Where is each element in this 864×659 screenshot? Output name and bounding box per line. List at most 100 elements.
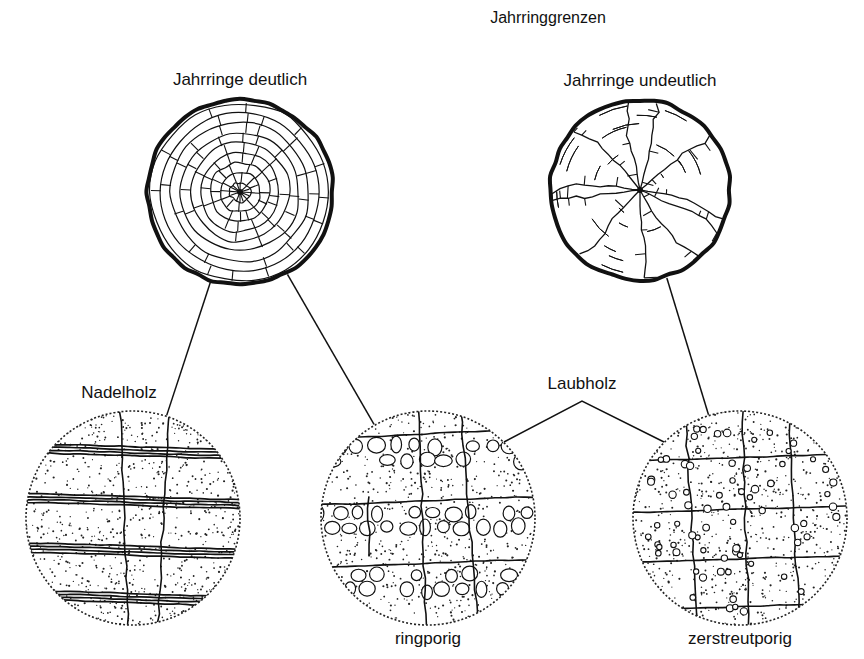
crack-branch: [567, 186, 569, 198]
vessel-pore: [359, 581, 375, 596]
section-outline: [26, 411, 240, 625]
ray-line: [212, 199, 221, 203]
ray-line: [237, 222, 239, 232]
ray-line: [275, 150, 282, 157]
vessel-pore: [462, 566, 478, 581]
ray-line: [789, 410, 799, 626]
vessel-pore: [521, 507, 533, 518]
vessel-pore: [311, 505, 324, 522]
vessel-pore: [434, 582, 450, 596]
vessel-pore: [400, 522, 417, 535]
ray-line: [280, 194, 290, 196]
vessel-pore: [456, 583, 469, 594]
ray-line: [204, 254, 208, 263]
vessel-pore: [381, 521, 393, 532]
crack-branch: [627, 174, 637, 176]
ray-line: [174, 211, 183, 214]
ray-line: [287, 243, 294, 250]
ray-line: [309, 193, 319, 194]
pith-dot: [237, 189, 243, 195]
crack-branch: [641, 229, 647, 230]
annual-ring: [180, 133, 298, 250]
ray-line: [419, 410, 427, 626]
section-heading: ringporig: [395, 629, 461, 649]
wood-section-circle: Nadelholz: [25, 410, 241, 626]
radial-crack: [640, 190, 646, 278]
vessel-pore: [446, 569, 458, 582]
ray-line: [185, 211, 194, 215]
ray-line: [255, 229, 259, 238]
connector-line: [287, 274, 374, 424]
vessel-pore: [342, 523, 357, 533]
cross-section-illustration: [145, 97, 335, 287]
ray-line: [262, 212, 269, 219]
crack-branch: [685, 251, 692, 257]
wood-texture: [150, 103, 329, 281]
ray-line: [247, 113, 248, 123]
ray-line: [181, 189, 191, 191]
ray-line: [249, 185, 258, 189]
vessel-pore: [372, 506, 383, 522]
ring-boundary: [315, 430, 535, 438]
faint-ring: [666, 189, 667, 193]
ray-line: [686, 410, 699, 626]
ray-line: [297, 173, 307, 176]
ray-line: [119, 410, 128, 626]
crack-branch: [706, 212, 708, 220]
crack-branch: [620, 161, 625, 165]
faint-ring: [619, 208, 624, 213]
ray-line: [218, 116, 221, 126]
ray-line: [201, 188, 211, 189]
crack-branch: [648, 110, 659, 113]
ray-line: [219, 126, 222, 135]
vessel-pore: [420, 519, 431, 536]
crack-branch: [699, 211, 701, 216]
ring-boundary: [20, 452, 240, 458]
cross-section-illustration: [548, 98, 732, 282]
vessel-pore: [411, 570, 422, 581]
crack-branch: [615, 200, 623, 208]
radial-crack: [640, 190, 698, 256]
ray-line: [161, 184, 171, 186]
vessel-pore: [426, 508, 440, 518]
faint-ring: [619, 223, 628, 227]
ray-line: [265, 267, 268, 276]
connector-line: [167, 282, 211, 415]
vessel-pore: [419, 452, 435, 466]
ray-line: [242, 133, 244, 143]
crack-branch: [616, 177, 617, 186]
vessel-pore: [476, 581, 487, 597]
vessel-pore: [494, 521, 507, 537]
ring-boundary: [627, 506, 847, 512]
wood-texture: [552, 103, 723, 278]
vessel-pore: [435, 455, 453, 467]
annual-ring: [211, 162, 270, 221]
vessel-pore: [476, 519, 490, 535]
ray-line: [255, 146, 259, 155]
annual-ring: [170, 122, 308, 262]
vessel-pore: [465, 505, 475, 519]
annual-ring: [221, 173, 260, 211]
vessel-pore: [513, 584, 524, 595]
ray-line: [263, 257, 266, 266]
bark-outline: [550, 101, 730, 281]
crack-branch: [559, 191, 561, 198]
faint-ring: [637, 115, 657, 117]
crack-branch: [654, 188, 658, 197]
ray-line: [283, 144, 290, 151]
ray-line: [461, 410, 479, 626]
wood-texture: [310, 410, 537, 626]
ring-boundary: [627, 604, 847, 609]
ray-line: [277, 225, 284, 232]
diagram-title: Jahrringgrenzen: [428, 8, 668, 28]
ring-boundary: [20, 552, 240, 558]
ray-line: [223, 183, 232, 188]
radial-crack: [640, 104, 659, 190]
ray-line: [269, 195, 279, 196]
ray-line: [203, 203, 212, 207]
ray-line: [256, 136, 259, 145]
ray-line: [214, 162, 221, 169]
faint-ring: [689, 151, 701, 175]
vessel-pore: [322, 586, 335, 599]
radial-crack: [553, 190, 640, 200]
